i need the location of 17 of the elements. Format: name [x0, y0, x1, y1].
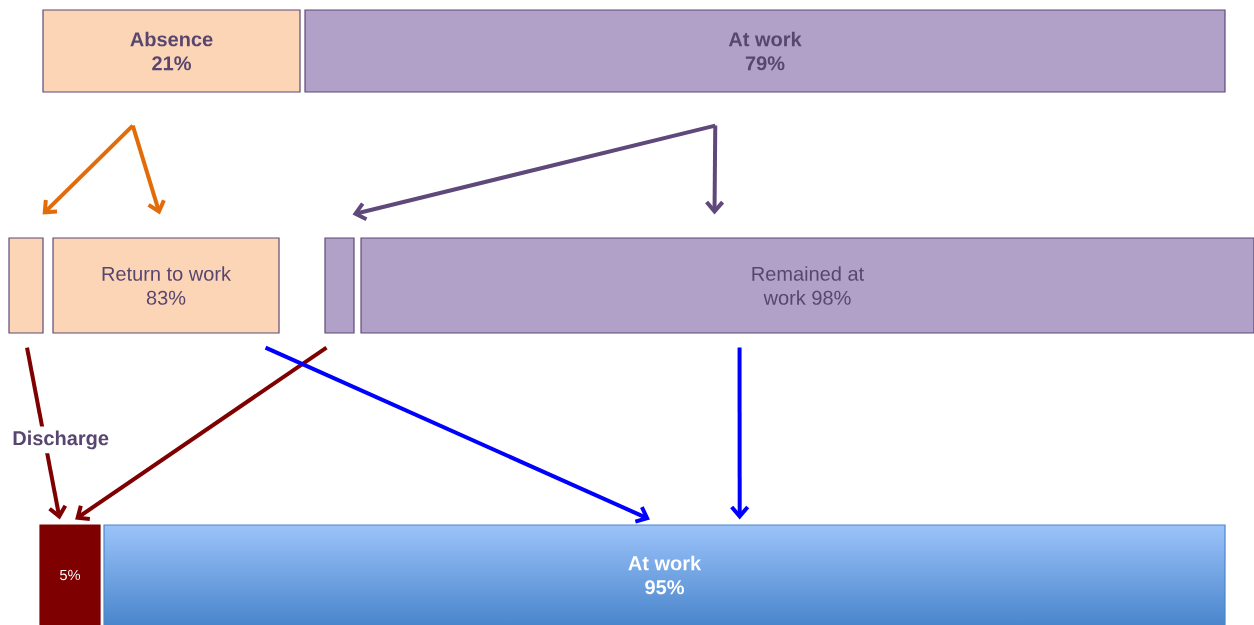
bar-segment: Remained at work 98%	[360, 237, 1254, 334]
bar-segment: At work 95%	[103, 524, 1226, 625]
arrow	[705, 125, 725, 215]
bar-segment: 5%	[39, 524, 101, 625]
arrow	[42, 124, 135, 215]
bar-segment	[324, 237, 355, 334]
bar-segment: Absence 21%	[42, 9, 301, 93]
arrow	[730, 347, 750, 520]
bar-segment	[8, 237, 44, 334]
arrow	[130, 125, 166, 215]
arrow	[352, 123, 716, 221]
arrow	[25, 347, 68, 520]
bar-segment: Return to work 83%	[52, 237, 280, 334]
note-label: Discharge	[8, 426, 113, 454]
bar-segment: At work 79%	[304, 9, 1226, 93]
arrow	[75, 345, 328, 521]
arrow	[264, 345, 650, 524]
